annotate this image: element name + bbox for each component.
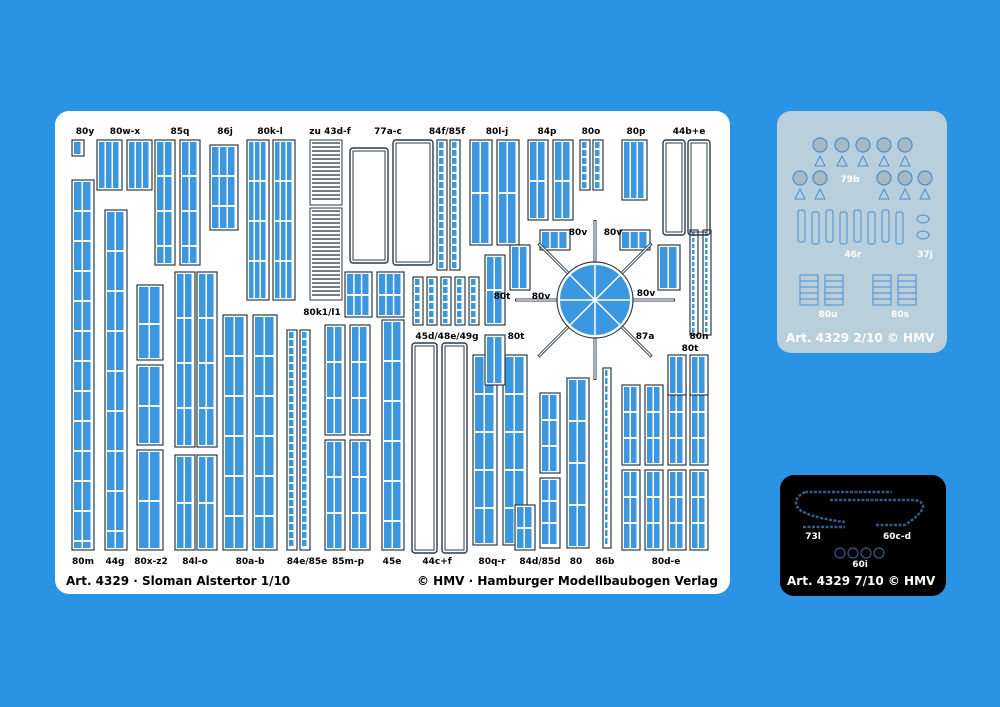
part-label: 80v xyxy=(568,228,588,238)
part-label: 37j xyxy=(917,250,933,260)
part-label: 87a xyxy=(635,332,655,342)
part-label: 45d/48e/49g xyxy=(415,332,479,342)
part-label: 80t xyxy=(507,332,525,342)
part-label: 80p xyxy=(626,127,646,137)
part-label: 80q-r xyxy=(478,557,506,567)
part-label: 80v xyxy=(636,289,656,299)
part-label: 86b xyxy=(595,557,615,567)
part-label: 80m xyxy=(72,557,94,567)
part-label: 80o xyxy=(581,127,601,137)
part-label: 84d/85d xyxy=(519,557,561,567)
part-label: 73l xyxy=(805,532,821,542)
sheet-title: Art. 4329 · Sloman Alstertor 1/10 xyxy=(66,574,291,588)
part-label: 85m-p xyxy=(331,557,365,567)
part-label: 80d-e xyxy=(651,557,681,567)
photo-etch-sheet-main xyxy=(55,111,730,594)
part-label: 60i xyxy=(852,560,868,570)
part-label: 80a-b xyxy=(235,557,265,567)
part-label: 60c-d xyxy=(882,532,912,542)
part-label: 80y xyxy=(75,127,95,137)
part-label: 80t xyxy=(681,344,699,354)
part-label: 44g xyxy=(105,557,125,567)
part-label: 80n xyxy=(689,332,709,342)
part-label: 84l-o xyxy=(182,557,208,567)
sheet-title: Art. 4329 2/10 © HMV xyxy=(786,331,935,345)
part-label: 80t xyxy=(493,292,511,302)
part-label: 80v xyxy=(531,292,551,302)
part-label: 80l-j xyxy=(485,127,509,137)
part-label: 80x-z2 xyxy=(134,557,168,567)
part-label: 80s xyxy=(891,310,909,320)
copyright: © HMV · Hamburger Modellbaubogen Verlag xyxy=(416,574,718,588)
sheet-title: Art. 4329 7/10 © HMV xyxy=(787,574,936,588)
part-label: 80 xyxy=(569,557,583,567)
photo-etch-sheet-2 xyxy=(777,111,947,353)
part-label: zu 43d-f xyxy=(309,127,351,137)
part-label: 84f/85f xyxy=(428,127,466,137)
part-label: 79b xyxy=(840,175,860,185)
part-label: 44c+f xyxy=(422,557,452,567)
part-label: 80v xyxy=(603,228,623,238)
part-label: 85q xyxy=(170,127,190,137)
part-label: 86j xyxy=(217,127,233,137)
part-label: 45e xyxy=(382,557,402,567)
part-label: 77a-c xyxy=(374,127,402,137)
part-label: 80u xyxy=(818,310,838,320)
part-label: 80w-x xyxy=(109,127,141,137)
part-label: 84e/85e xyxy=(286,557,328,567)
part-label: 80k-l xyxy=(257,127,283,137)
part-label: 44b+e xyxy=(672,127,706,137)
part-label: 46r xyxy=(844,250,862,260)
part-label: 80k1/l1 xyxy=(303,308,341,318)
part-label: 84p xyxy=(537,127,557,137)
